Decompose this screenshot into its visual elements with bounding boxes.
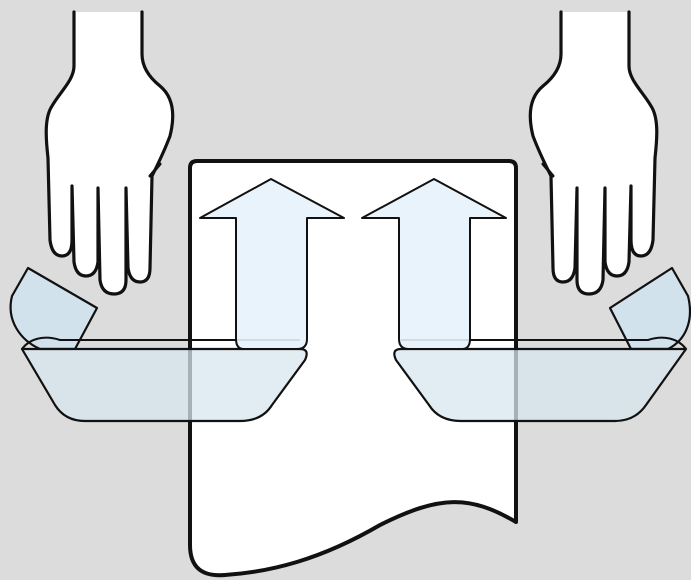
hand-thumb-line: [148, 162, 162, 178]
curled-film-strip-front: [20, 347, 308, 423]
film-edge-line: [401, 336, 687, 350]
hand-pointing-down-icon: [44, 10, 175, 296]
film-edge-line: [21, 336, 300, 350]
arrow-up-icon: [199, 178, 345, 350]
arrow-up-icon: [361, 178, 507, 350]
curled-film-strip-front: [393, 347, 688, 423]
hand-pointing-down-icon: [528, 10, 659, 296]
